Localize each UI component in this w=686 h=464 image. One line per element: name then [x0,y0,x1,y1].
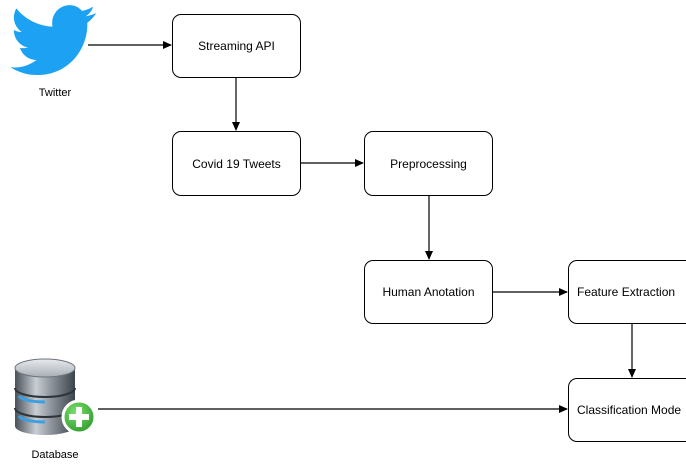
database-add-icon [14,358,97,435]
node-covid-tweets[interactable]: Covid 19 Tweets [172,131,301,196]
node-preprocessing[interactable]: Preprocessing [364,131,493,196]
node-human-annotation[interactable]: Human Anotation [364,260,493,324]
node-streaming-api[interactable]: Streaming API [172,14,301,78]
node-classification-model[interactable]: Classification Mode [568,378,686,442]
twitter-label: Twitter [38,87,72,99]
database-label: Database [31,449,79,461]
node-feature-extraction[interactable]: Feature Extraction [568,260,686,324]
twitter-bird-icon [11,5,96,76]
